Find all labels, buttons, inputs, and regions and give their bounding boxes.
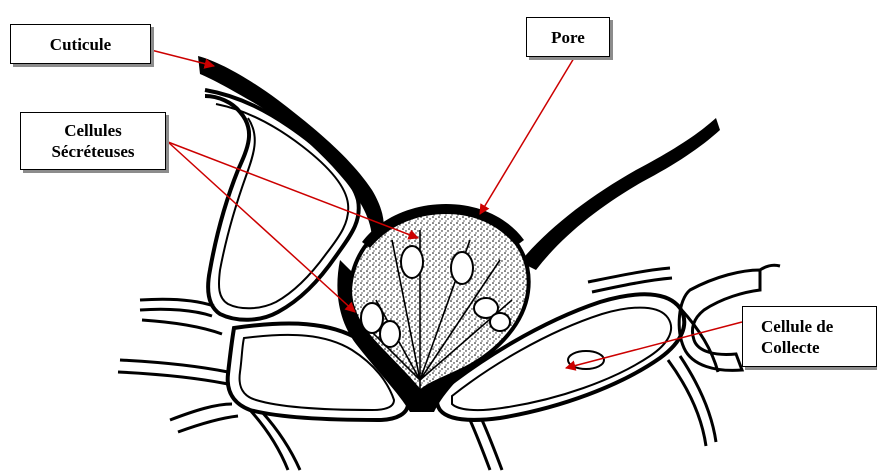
arrow-pore: [480, 58, 574, 214]
arrow-cellules-1: [168, 142, 418, 238]
label-cuticule-text: Cuticule: [50, 34, 111, 55]
label-cellules-secreteuses: Cellules Sécréteuses: [20, 112, 166, 170]
label-pore-text: Pore: [551, 27, 585, 48]
label-collecte-line1: Cellule de: [761, 316, 833, 337]
label-cellules-line2: Sécréteuses: [51, 141, 134, 162]
label-cellules-line1: Cellules: [64, 120, 122, 141]
epidermal-cell-left: [205, 90, 359, 320]
cuticle-layer: [198, 56, 384, 240]
label-pore: Pore: [526, 17, 610, 57]
label-collecte-line2: Collecte: [761, 337, 820, 358]
arrow-cuticule: [151, 50, 214, 66]
label-cellule-de-collecte: Cellule de Collecte: [742, 306, 877, 367]
cuticle-right: [520, 118, 720, 270]
label-cuticule: Cuticule: [10, 24, 151, 64]
